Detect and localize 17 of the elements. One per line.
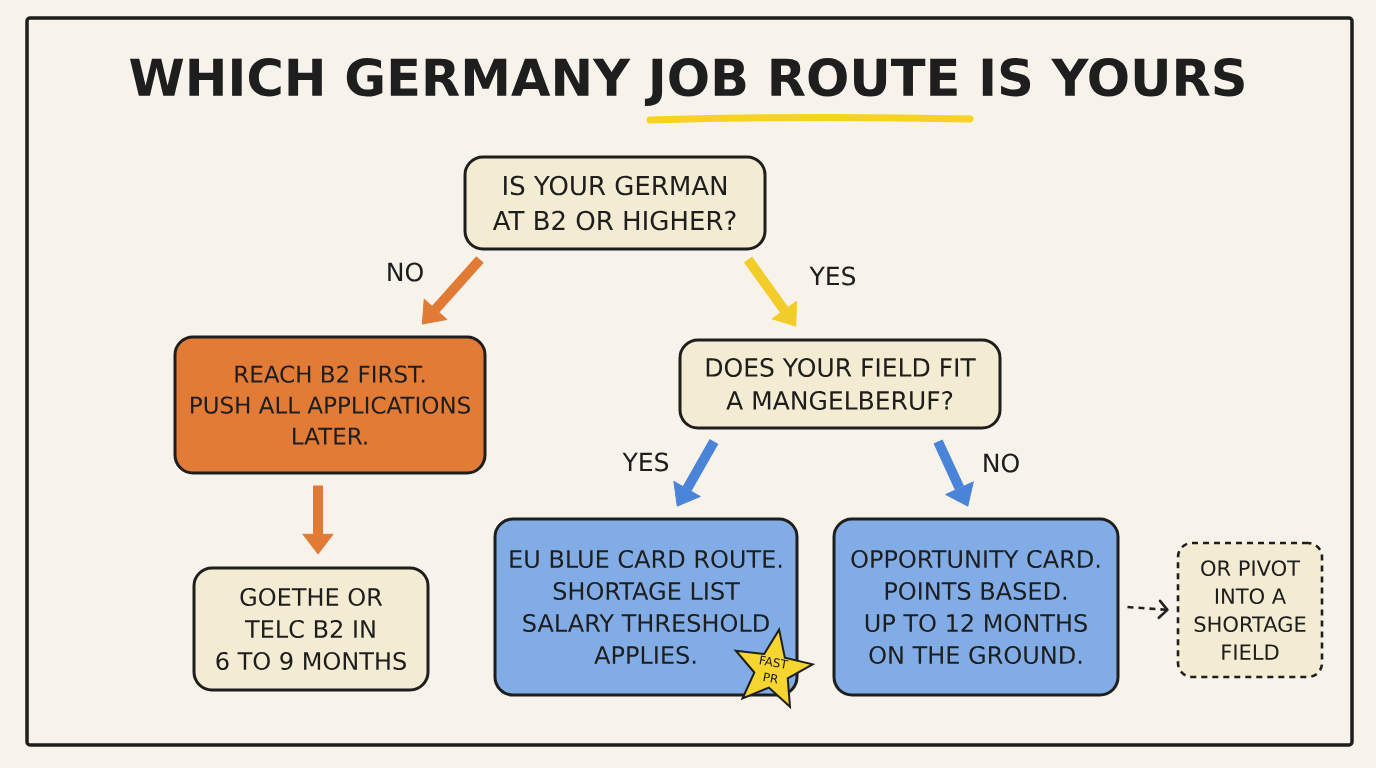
block-arrow [933,439,974,507]
block-arrow [421,256,484,325]
edge-label: YES [809,266,856,286]
edge-label: NO [388,262,423,282]
result-box: GOETHE OR TELC B2 IN 6 TO 9 MONTHS [192,566,430,692]
result-box: OPPORTUNITY CARD. POINTS BASED. UP TO 12 MONTHS ON THE GROUND. [832,517,1120,697]
dashed-box: OR PIVOT INTO A SHORTAGE FIELD [1176,541,1324,679]
edge-label: NO [984,453,1019,473]
question-box: IS YOUR GERMAN AT B2 OR HIGHER? [463,155,767,251]
dashed-arrow [1127,599,1169,620]
question-box: DOES YOUR FIELD FIT A MANGELBERUF? [678,338,1002,430]
block-arrow [673,439,719,507]
block-arrow [302,485,334,555]
title: WHICH GERMANY JOB ROUTE IS YOURS [130,57,1244,107]
edge-label: YES [622,452,669,472]
result-box: REACH B2 FIRST. PUSH ALL APPLICATIONS LATER. [173,335,487,475]
block-arrow [743,256,798,327]
